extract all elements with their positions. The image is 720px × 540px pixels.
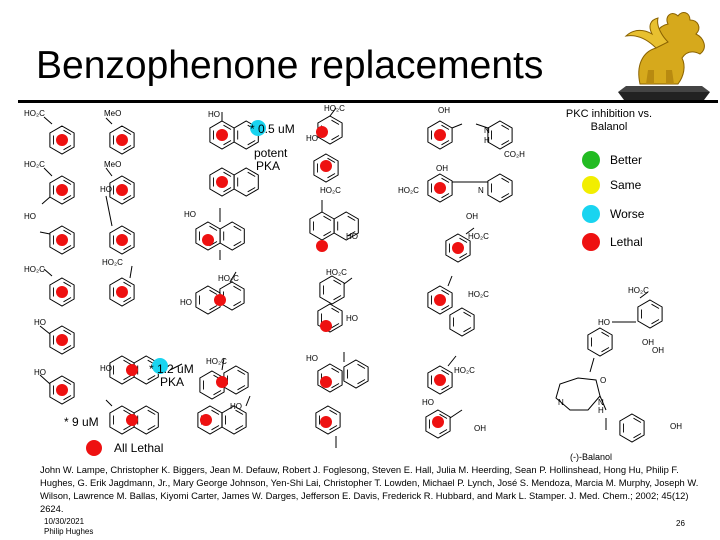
annotation-0-5um: * 0.5 uM xyxy=(250,122,295,136)
label-ho-8: HO xyxy=(180,298,192,307)
label-ho-10: HO xyxy=(306,134,318,143)
label-oh-balanol-3: OH xyxy=(670,422,682,431)
legend-dot-lethal xyxy=(582,233,600,251)
legend-label-same: Same xyxy=(610,178,642,192)
label-ho2c-balanol: HO₂C xyxy=(628,286,649,295)
label-ho-4: HO xyxy=(34,368,46,377)
result-markers xyxy=(56,120,464,456)
title-rule xyxy=(18,100,718,103)
label-oh-1: OH xyxy=(438,106,450,115)
footer-date: 10/30/2021 xyxy=(44,517,85,526)
annotation-pka-2: PKA xyxy=(160,375,185,389)
legend-heading: PKC inhibition vs. Balanol xyxy=(565,108,653,133)
column-3-structures xyxy=(195,112,258,435)
label-ho-9: HO xyxy=(230,402,242,411)
footer-author: Philip Hughes xyxy=(44,527,94,536)
label-oh-balanol-2: OH xyxy=(652,346,664,355)
label-ho-2: HO xyxy=(24,212,36,221)
annotation-pka-1: PKA xyxy=(256,159,281,173)
label-oh-4: OH xyxy=(474,424,486,433)
label-h-1: H xyxy=(484,136,490,145)
label-n-balanol-ring: N xyxy=(558,398,564,407)
balanol-name: (-)-Balanol xyxy=(570,452,613,462)
legend-dot-worse xyxy=(582,205,600,223)
label-ho-3: HO xyxy=(34,318,46,327)
label-ho2c-12: HO₂C xyxy=(468,290,489,299)
label-ho-11: HO xyxy=(346,232,358,241)
label-ho2c-13: HO₂C xyxy=(454,366,475,375)
annotation-9um: * 9 uM xyxy=(64,415,99,429)
label-ho-13: HO xyxy=(306,354,318,363)
label-meo-2: MeO xyxy=(104,160,122,169)
label-ho-balanol: HO xyxy=(598,318,610,327)
legend-dot-same xyxy=(582,176,600,194)
citation: John W. Lampe, Christopher K. Biggers, J… xyxy=(40,464,699,514)
label-ho-6: HO xyxy=(208,110,220,119)
label-ho2c-11: HO₂C xyxy=(468,232,489,241)
label-ho-12: HO xyxy=(346,314,358,323)
column-5-structures xyxy=(425,120,513,439)
annotation-1-2um: * 1.2 uM xyxy=(149,362,194,376)
label-ho2c-7: HO₂C xyxy=(324,104,345,113)
slide-title: Benzophenone replacements xyxy=(36,44,544,87)
annotation-potent: potent xyxy=(254,146,288,160)
label-ho2c-1: HO₂C xyxy=(24,109,45,118)
label-co2h-1: CO₂H xyxy=(504,150,525,159)
label-ho-1: HO xyxy=(100,185,112,194)
label-ho2c-5: HO₂C xyxy=(218,274,239,283)
griffin-logo xyxy=(618,12,710,100)
label-ho-7: HO xyxy=(184,210,196,219)
label-o-balanol: O xyxy=(600,376,607,385)
label-meo-1: MeO xyxy=(104,109,122,118)
label-n-2: N xyxy=(478,186,484,195)
page-number: 26 xyxy=(676,519,685,528)
label-ho2c-3: HO₂C xyxy=(24,265,45,274)
label-ho2c-4: HO₂C xyxy=(102,258,123,267)
label-h-balanol: H xyxy=(598,406,604,415)
label-oh-balanol-1: OH xyxy=(642,338,654,347)
column-2-structures xyxy=(105,117,183,434)
legend-label-lethal: Lethal xyxy=(610,235,643,249)
label-ho-14: HO xyxy=(422,398,434,407)
label-ho-5: HO xyxy=(100,364,112,373)
label-ho2c-10: HO₂C xyxy=(398,186,419,195)
legend-label-worse: Worse xyxy=(610,207,645,221)
label-ho2c-6: HO₂C xyxy=(206,357,227,366)
label-oh-3: OH xyxy=(466,212,478,221)
column-1-structures xyxy=(39,116,75,405)
label-ho2c-2: HO₂C xyxy=(24,160,45,169)
all-lethal-label: All Lethal xyxy=(114,441,164,455)
legend-label-better: Better xyxy=(610,153,643,167)
label-ho2c-9: HO₂C xyxy=(326,268,347,277)
column-4-structures xyxy=(310,107,369,448)
label-n-balanol: N xyxy=(598,398,604,407)
label-oh-2: OH xyxy=(436,164,448,173)
label-ho2c-8: HO₂C xyxy=(320,186,341,195)
legend-dot-better xyxy=(582,151,600,169)
balanol-structure xyxy=(555,291,663,443)
label-n-1: N xyxy=(484,126,490,135)
